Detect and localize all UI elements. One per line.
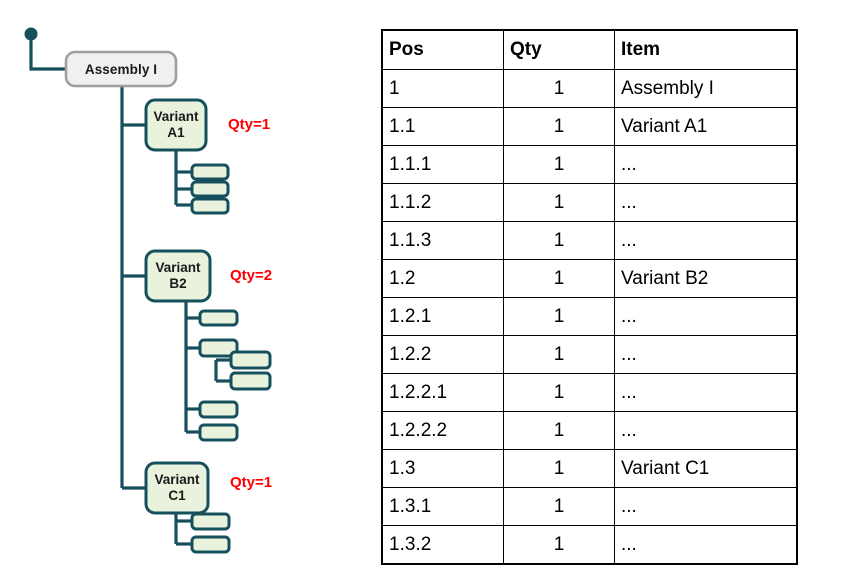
cell-qty: 1: [503, 449, 615, 488]
cell-pos: 1.1.1: [382, 145, 504, 184]
table-row[interactable]: 1.1.3 1 ...: [382, 221, 797, 260]
qty-annotation-a1: Qty=1: [228, 116, 271, 133]
qty-annotation-c1: Qty=1: [230, 474, 273, 491]
edge-root-inlet: [29, 38, 66, 71]
cell-pos: 1.2: [382, 259, 504, 298]
node-c1-child-1[interactable]: [190, 512, 231, 531]
table-row[interactable]: 1.1.1 1 ...: [382, 145, 797, 184]
cell-pos: 1.1.2: [382, 183, 504, 222]
table-row[interactable]: 1.2.1 1 ...: [382, 297, 797, 336]
cell-pos: 1.3.1: [382, 487, 504, 526]
cell-item: Assembly I: [614, 69, 797, 108]
cell-item: Variant C1: [614, 449, 797, 488]
cell-qty: 1: [503, 183, 615, 222]
cell-qty: 1: [503, 69, 615, 108]
column-header-item[interactable]: Item: [614, 30, 797, 70]
cell-item: ...: [614, 221, 797, 260]
node-c1-child-2[interactable]: [190, 535, 231, 554]
a1-child-nodes: [190, 163, 230, 215]
node-b2-2-child-2[interactable]: [229, 371, 272, 391]
cell-pos: 1.1.3: [382, 221, 504, 260]
table-row[interactable]: 1.1 1 Variant A1: [382, 107, 797, 146]
tree-connector-canvas: [24, 27, 272, 554]
table-row[interactable]: 1.2 1 Variant B2: [382, 259, 797, 298]
node-variant-c1[interactable]: [144, 461, 210, 515]
cell-item: ...: [614, 525, 797, 564]
node-a1-child-3[interactable]: [190, 197, 230, 215]
node-b2-child-3[interactable]: [198, 400, 239, 419]
cell-qty: 1: [503, 145, 615, 184]
cell-qty: 1: [503, 335, 615, 374]
node-b2-child-2[interactable]: [198, 338, 239, 358]
cell-item: Variant A1: [614, 107, 797, 146]
cell-pos: 1.2.2.2: [382, 411, 504, 450]
bom-table-body: 1 1 Assembly I 1.1 1 Variant A1 1.1.1 1 …: [382, 69, 797, 564]
bom-table: Pos Qty Item 1 1 Assembly I 1.1 1 Varian…: [381, 29, 798, 565]
c1-child-nodes: [190, 512, 231, 554]
cell-item: ...: [614, 183, 797, 222]
cell-qty: 1: [503, 525, 615, 564]
b2-child-nodes: [198, 309, 239, 442]
cell-pos: 1.1: [382, 107, 504, 146]
cell-pos: 1.2.2.1: [382, 373, 504, 412]
node-root-assembly-i[interactable]: [64, 50, 178, 88]
cell-qty: 1: [503, 411, 615, 450]
cell-item: ...: [614, 297, 797, 336]
cell-qty: 1: [503, 107, 615, 146]
node-variant-a1[interactable]: [144, 98, 208, 152]
cell-pos: 1.2.1: [382, 297, 504, 336]
node-b2-child-4[interactable]: [198, 423, 239, 442]
column-header-pos[interactable]: Pos: [382, 30, 504, 70]
table-row[interactable]: 1.2.2.2 1 ...: [382, 411, 797, 450]
product-structure-diagram: Assembly I Variant A1 Variant B2 Variant…: [0, 0, 372, 582]
node-variant-b2[interactable]: [144, 249, 212, 303]
b22-grandchild-nodes: [229, 350, 272, 391]
table-row[interactable]: 1.2.2 1 ...: [382, 335, 797, 374]
tree-edges: [29, 38, 231, 546]
bom-table-container: Pos Qty Item 1 1 Assembly I 1.1 1 Varian…: [381, 29, 798, 565]
node-a1-child-1[interactable]: [190, 163, 230, 181]
cell-item: ...: [614, 487, 797, 526]
cell-qty: 1: [503, 487, 615, 526]
cell-item: Variant B2: [614, 259, 797, 298]
cell-qty: 1: [503, 373, 615, 412]
node-b2-2-child-1[interactable]: [229, 350, 272, 370]
table-row[interactable]: 1.3.1 1 ...: [382, 487, 797, 526]
cell-item: ...: [614, 335, 797, 374]
cell-qty: 1: [503, 259, 615, 298]
cell-pos: 1.2.2: [382, 335, 504, 374]
tree-start-bullet: [24, 27, 38, 41]
table-row[interactable]: 1.2.2.1 1 ...: [382, 373, 797, 412]
qty-annotation-b2: Qty=2: [230, 267, 273, 284]
cell-qty: 1: [503, 221, 615, 260]
node-a1-child-2[interactable]: [190, 180, 230, 198]
cell-pos: 1: [382, 69, 504, 108]
cell-pos: 1.3.2: [382, 525, 504, 564]
cell-item: ...: [614, 145, 797, 184]
column-header-qty[interactable]: Qty: [503, 30, 615, 70]
cell-item: ...: [614, 373, 797, 412]
table-row[interactable]: 1.3.2 1 ...: [382, 525, 797, 564]
table-row[interactable]: 1.3 1 Variant C1: [382, 449, 797, 488]
table-header-row: Pos Qty Item: [382, 30, 797, 70]
cell-item: ...: [614, 411, 797, 450]
table-row[interactable]: 1 1 Assembly I: [382, 69, 797, 108]
cell-pos: 1.3: [382, 449, 504, 488]
node-b2-child-1[interactable]: [198, 309, 239, 327]
cell-qty: 1: [503, 297, 615, 336]
table-row[interactable]: 1.1.2 1 ...: [382, 183, 797, 222]
